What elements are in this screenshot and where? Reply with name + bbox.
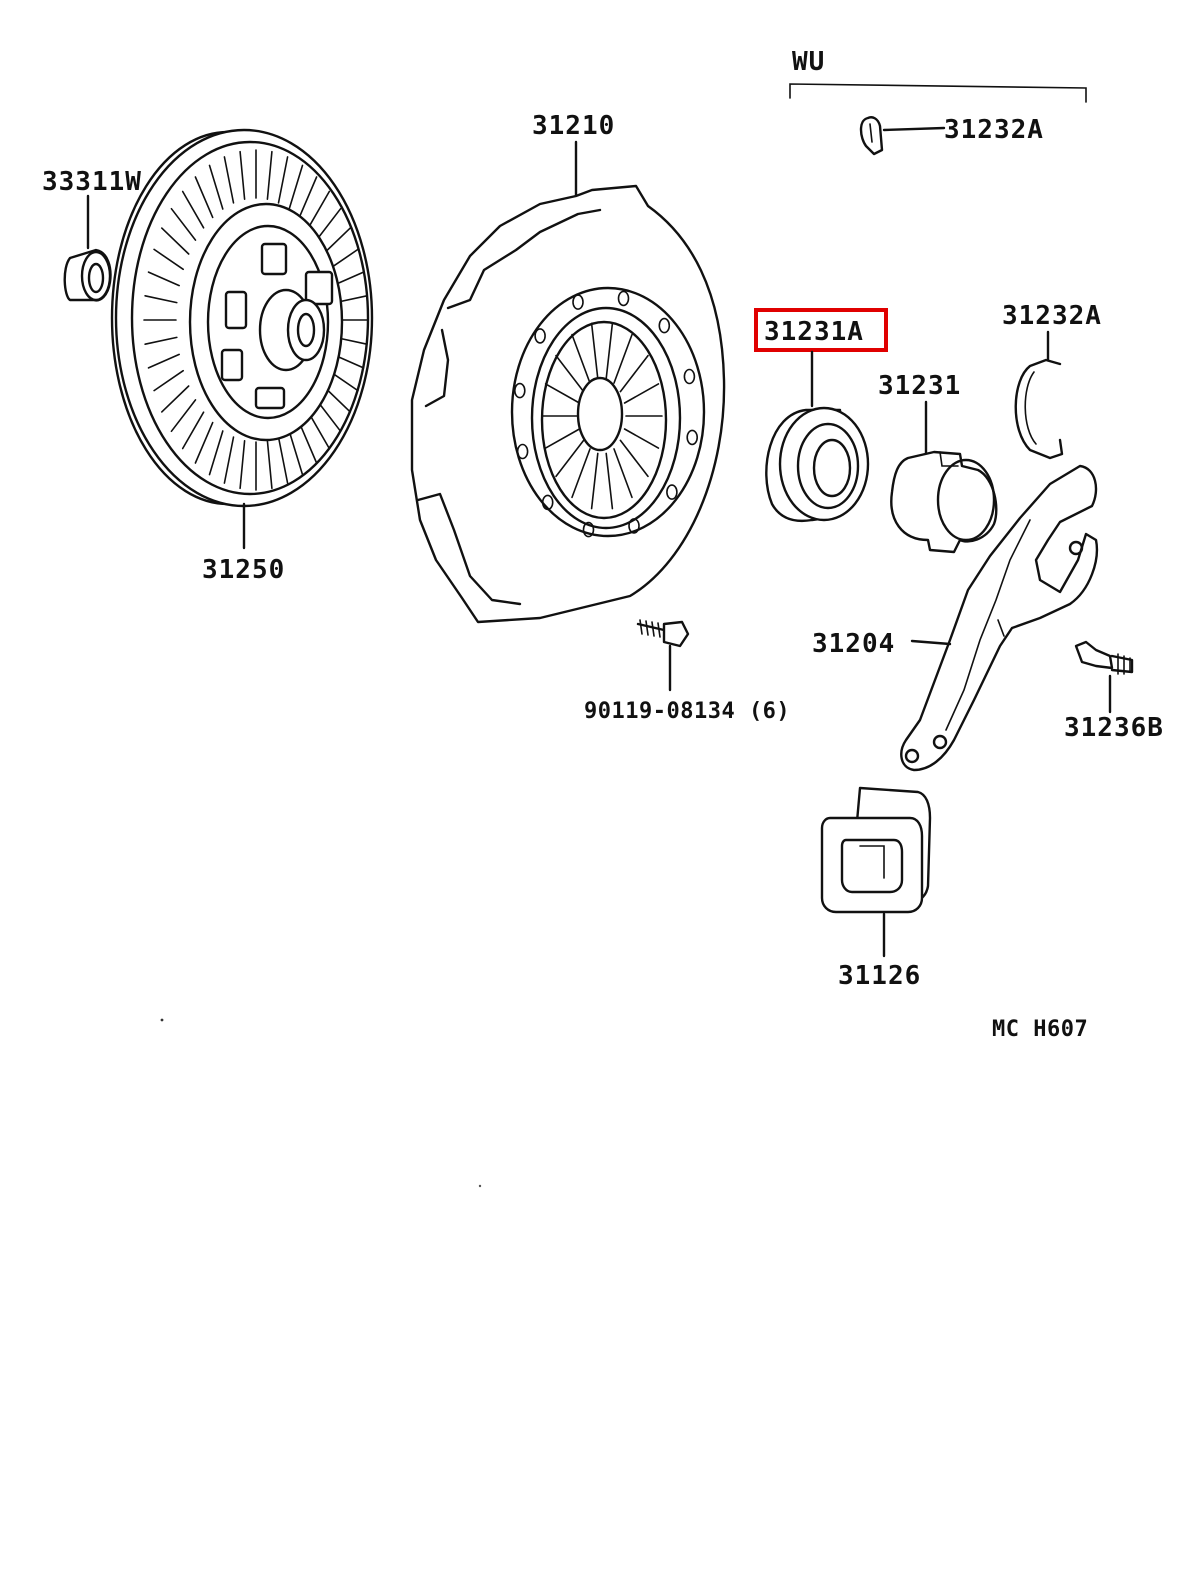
release-bearing-part[interactable]: 31231A	[754, 308, 888, 523]
part-label-boot[interactable]: 31126	[838, 961, 921, 991]
cover-bolt-part[interactable]: 90119-08134 (6)	[584, 619, 790, 724]
fork-support-part[interactable]: 31236B	[1064, 640, 1164, 743]
clip-wu-part[interactable]	[859, 116, 946, 156]
clutch-disc-part[interactable]: 31250	[110, 128, 374, 585]
highlight-box	[754, 308, 888, 352]
figure-code: MC H607	[992, 1017, 1088, 1042]
part-label-release-fork[interactable]: 31204	[812, 629, 895, 659]
wu-bracket	[789, 83, 1087, 103]
wu-group-label: WU	[792, 47, 825, 77]
boot-part[interactable]: 31126	[820, 786, 932, 991]
part-label-cover-bolt[interactable]: 90119-08134 (6)	[584, 699, 790, 724]
part-label-bearing-hub[interactable]: 31231	[878, 371, 961, 401]
part-label-fork-support[interactable]: 31236B	[1064, 713, 1164, 743]
wu-group: WU 31232A	[789, 47, 1087, 156]
scan-specks	[160, 1018, 482, 1188]
clutch-cover-part[interactable]: 31210	[410, 111, 726, 624]
part-label-clip[interactable]: 31232A	[1002, 301, 1102, 331]
part-label-clip-wu[interactable]: 31232A	[944, 115, 1044, 145]
part-label-release-bearing[interactable]: 31231A	[764, 317, 864, 347]
part-label-pilot-bearing[interactable]: 33311W	[42, 167, 142, 197]
bearing-hub-part[interactable]: 31231	[878, 371, 998, 554]
pilot-bearing-part[interactable]: 33311W	[42, 167, 142, 302]
part-label-clutch-cover[interactable]: 31210	[532, 111, 615, 141]
release-fork-part[interactable]: 31204	[812, 464, 1099, 772]
clip-part[interactable]: 31232A	[1002, 301, 1102, 460]
part-label-clutch-disc[interactable]: 31250	[202, 555, 285, 585]
